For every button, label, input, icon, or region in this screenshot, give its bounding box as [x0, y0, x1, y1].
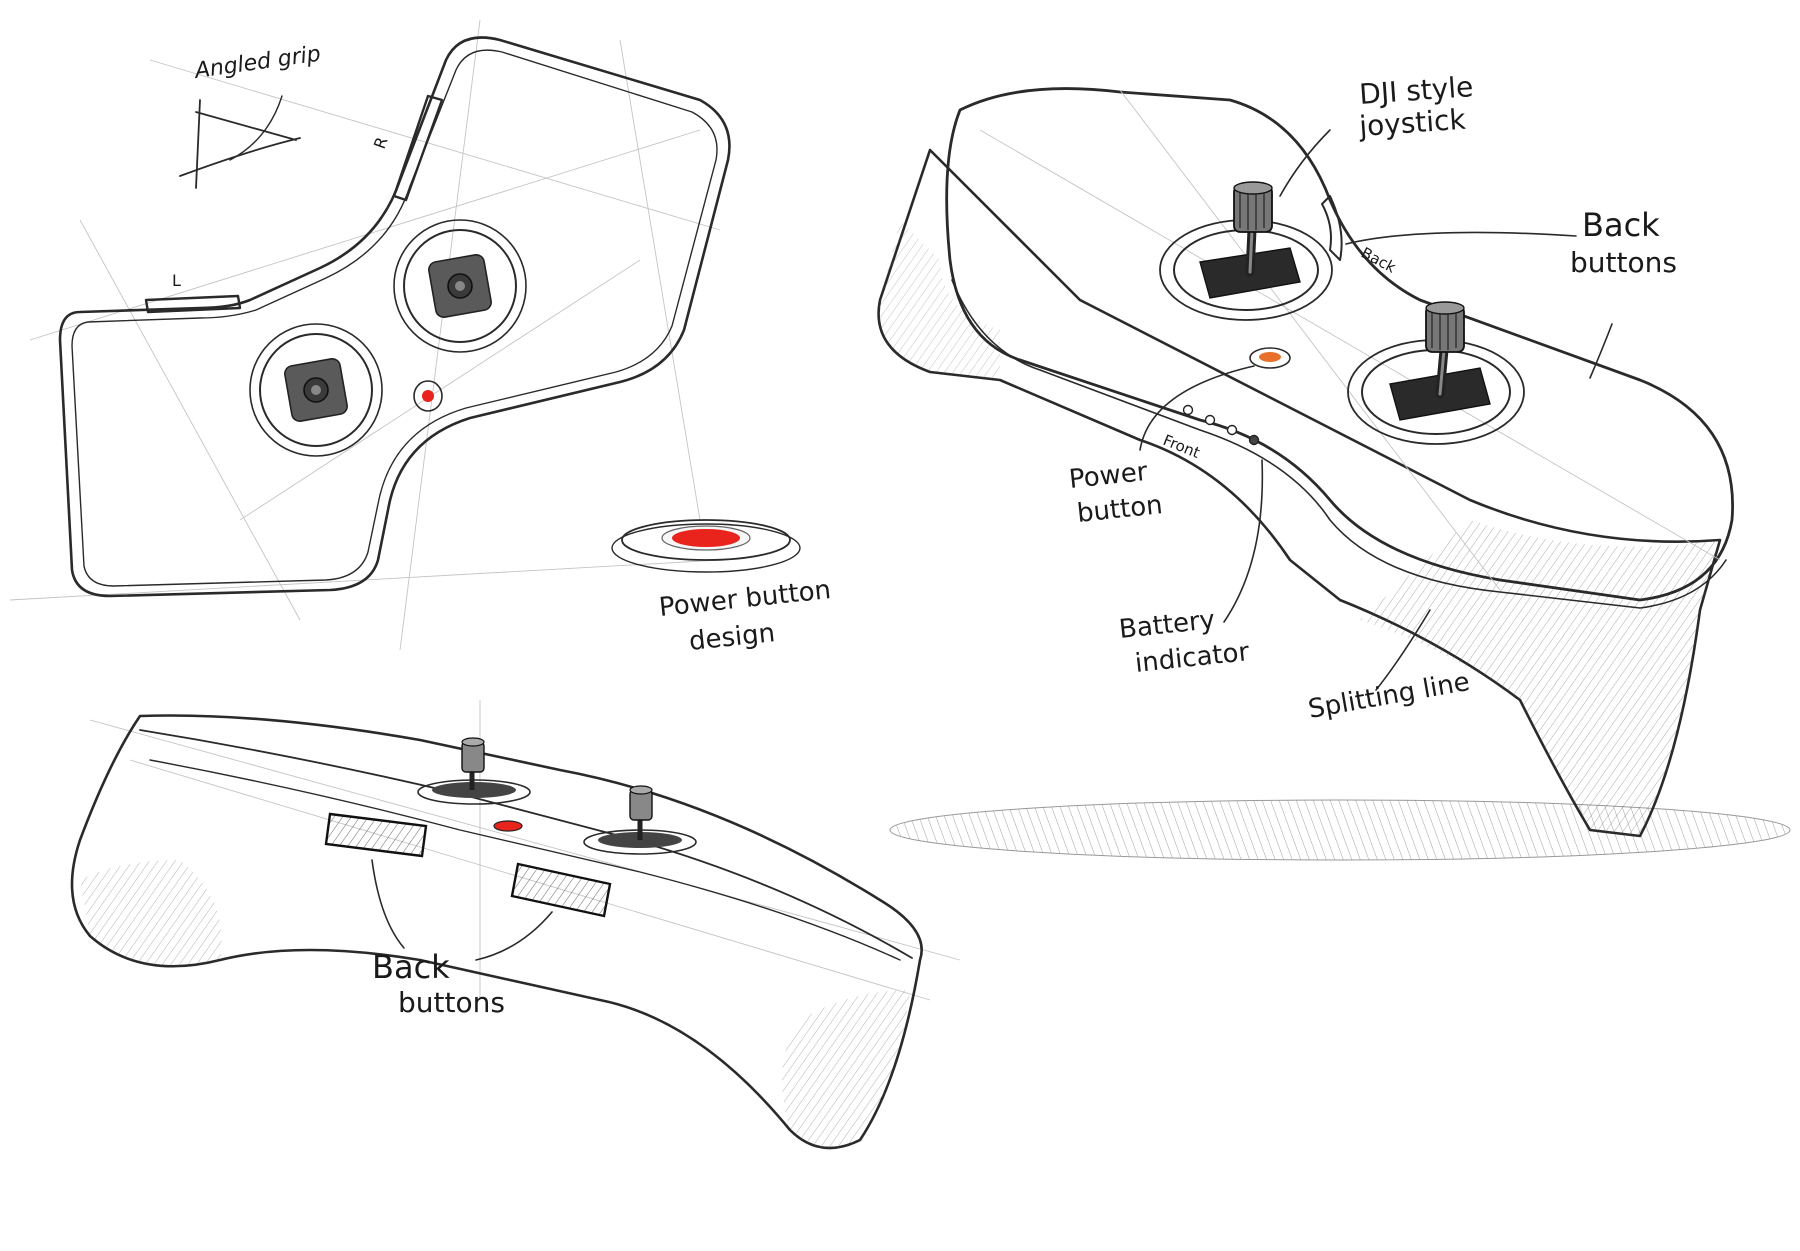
- battery-label-2: indicator: [1134, 637, 1251, 679]
- power-button-red-cap: [672, 529, 740, 547]
- right-stick-well-top: [393, 219, 527, 353]
- letter-left: L: [172, 271, 181, 290]
- back-buttons-annotation-right: Back buttons: [1345, 206, 1677, 379]
- splitting-line-edge: [951, 279, 1727, 609]
- joystick-annotation: DJI style joystick: [1279, 70, 1474, 197]
- side-view-back-button-left: [324, 812, 428, 858]
- power-button-design-label-1: Power button: [658, 575, 833, 623]
- left-shoulder-button: [144, 294, 242, 314]
- power-button-top: [413, 380, 443, 412]
- joystick-label-1: DJI style: [1358, 70, 1474, 111]
- power-label-1: Power: [1068, 457, 1150, 495]
- controller-inner-outline-top: [71, 49, 718, 587]
- joystick-left: [1159, 181, 1333, 321]
- power-button-design-label-2: design: [688, 618, 777, 657]
- joystick-label-2: joystick: [1357, 103, 1467, 143]
- side-view-sketch: Back buttons: [70, 700, 961, 1150]
- power-label-2: button: [1076, 490, 1164, 529]
- angled-grip-annotation: Angled grip: [179, 42, 322, 189]
- back-button-bump: [1321, 195, 1343, 261]
- side-back-buttons-label-1: Back: [372, 948, 450, 986]
- side-back-buttons-label-2: buttons: [398, 986, 505, 1019]
- left-stick-well-top: [249, 323, 383, 457]
- back-buttons-label-right-2: buttons: [1570, 246, 1677, 279]
- letter-right: R: [370, 134, 392, 151]
- joystick-right: [1347, 301, 1525, 445]
- controller-outline-top: [58, 36, 731, 598]
- side-view-joystick-right: [583, 785, 697, 855]
- splitting-line-label: Splitting line: [1306, 667, 1472, 725]
- battery-label-1: Battery: [1118, 605, 1217, 645]
- perspective-view-sketch: Back Front DJI style joystick Back butto…: [877, 70, 1791, 861]
- ground-shadow: [889, 799, 1791, 861]
- side-view-back-button-right: [510, 862, 612, 918]
- controller-top-surface: [945, 87, 1734, 602]
- top-view-sketch: L R Angled grip: [9, 19, 731, 651]
- construction-lines: [9, 19, 721, 651]
- side-view-power-button: [493, 820, 523, 832]
- power-button-perspective: [1249, 347, 1291, 369]
- right-shoulder-button: [392, 94, 444, 202]
- back-buttons-label-right-1: Back: [1582, 206, 1660, 244]
- side-view-joystick-left: [417, 737, 531, 805]
- battery-indicator-dots: [1182, 404, 1260, 446]
- angled-grip-label: Angled grip: [191, 42, 322, 85]
- power-button-detail-sketch: Power button design: [611, 519, 833, 657]
